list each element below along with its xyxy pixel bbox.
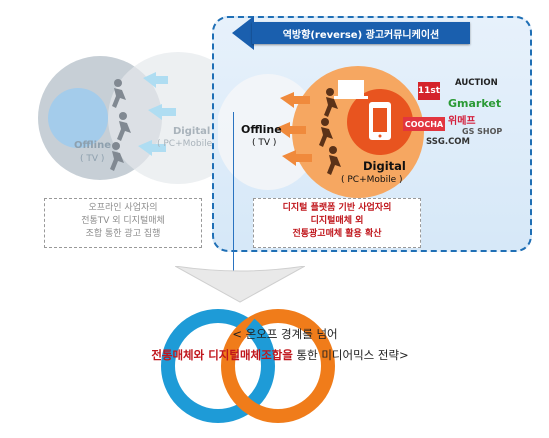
left-offline-label: Offline [74, 140, 111, 151]
reverse-banner: 역방향(reverse) 광고커뮤니케이션 [252, 22, 470, 44]
left-desc-line-1: 오프라인 사업자의 [88, 203, 158, 213]
wemakeprice-logo: 위메프 [448, 116, 476, 127]
left-digital-label: Digital [173, 126, 211, 137]
right-description-box: 디지털 플랫폼 기반 사업자의 디지털매체 외 전통광고매체 활용 확산 [253, 198, 421, 248]
right-digital-sub: ( PC+Mobile ) [341, 175, 403, 185]
coocha-logo: COOCHA [403, 117, 445, 131]
right-desc-line-2: 디지털매체 외 [310, 216, 364, 226]
runner-icons [110, 79, 131, 171]
right-offline-sub: ( TV ) [252, 138, 277, 148]
traditional-media-ring [161, 309, 275, 423]
conclusion-rest: 통한 미디어믹스 전략> [292, 348, 409, 362]
gmarket-logo: Gmarket [448, 97, 502, 110]
left-digital-sub: ( PC+Mobile ) [157, 139, 219, 149]
conclusion-line-2: 전통매체와 디지털매체조합을 통한 미디어믹스 전략> [60, 347, 500, 363]
media-mix-rings [161, 309, 335, 423]
left-description-box: 오프라인 사업자의 전통TV 외 디지털매체 조합 통한 광고 집행 [44, 198, 202, 248]
right-scenario-graphic [218, 66, 424, 198]
left-desc-line-3: 조합 통한 광고 집행 [85, 229, 161, 239]
right-offline-label: Offline [241, 123, 282, 136]
digital-media-ring [221, 309, 335, 423]
reverse-arrow-icon [232, 16, 254, 50]
conclusion-highlight: 전통매체와 디지털매체조합을 [151, 348, 293, 362]
right-digital-label: Digital [363, 159, 406, 173]
11st-logo: 11st [418, 82, 440, 100]
right-desc-line-1: 디지털 플랫폼 기반 사업자의 [282, 203, 392, 213]
left-offline-sub: ( TV ) [80, 154, 105, 164]
tv-circle [48, 88, 108, 148]
auction-logo: AUCTION [455, 78, 498, 88]
runner-icons-right [319, 88, 341, 175]
left-desc-line-2: 전통TV 외 디지털매체 [81, 216, 165, 226]
chevron-down-icon [175, 266, 305, 303]
right-desc-line-3: 전통광고매체 활용 확산 [292, 229, 382, 239]
connector-line [233, 112, 234, 292]
ssg-logo: SSG.COM [426, 137, 470, 147]
gsshop-logo: GS SHOP [462, 127, 503, 136]
conclusion-line-1: < 온오프 경계를 넘어 [232, 327, 338, 341]
